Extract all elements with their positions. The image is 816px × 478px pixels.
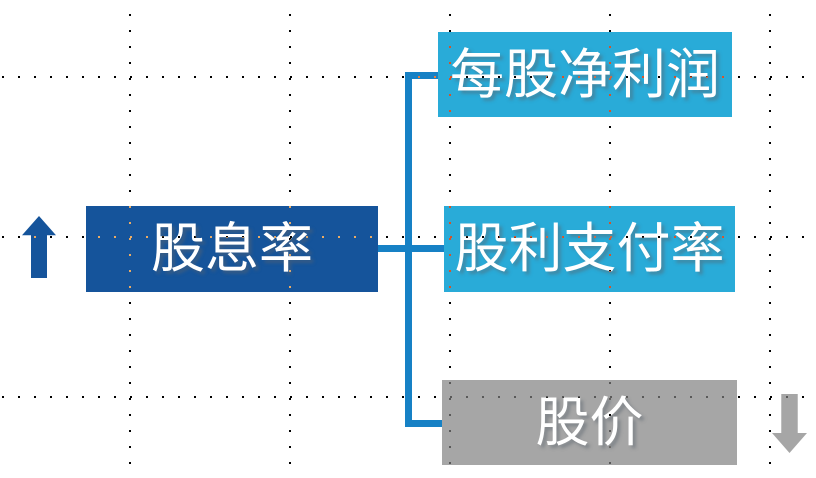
up-arrow-icon (22, 216, 56, 278)
node-dividend-yield: 股息率 (86, 206, 378, 292)
node-net-profit-per-share: 每股净利润 (438, 32, 732, 117)
connector-bottom-branch (405, 420, 442, 427)
node-stock-price-label: 股价 (535, 392, 644, 453)
node-dividend-payout-ratio: 股利支付率 (444, 206, 735, 292)
down-arrow-icon (772, 394, 807, 453)
grid-column (769, 0, 771, 478)
node-dividend-yield-label: 股息率 (151, 219, 313, 279)
connector-middle-branch (378, 245, 444, 252)
connector-top-branch (405, 72, 438, 79)
node-dividend-payout-ratio-label: 股利支付率 (454, 219, 725, 279)
node-stock-price: 股价 (442, 380, 737, 465)
node-net-profit-per-share-label: 每股净利润 (450, 44, 720, 105)
